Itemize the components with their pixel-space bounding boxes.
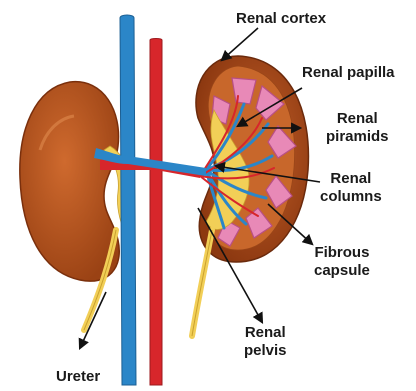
label-renal-pyramids: Renal piramids bbox=[326, 110, 389, 146]
label-renal-pelvis: Renal pelvis bbox=[244, 324, 287, 360]
label-renal-papilla: Renal papilla bbox=[302, 64, 395, 82]
label-fibrous-capsule: Fibrous capsule bbox=[314, 244, 370, 280]
aorta-and-vena-cava bbox=[94, 15, 206, 385]
label-ureter: Ureter bbox=[56, 368, 100, 386]
label-renal-columns: Renal columns bbox=[320, 170, 382, 206]
label-renal-cortex: Renal cortex bbox=[236, 10, 326, 28]
